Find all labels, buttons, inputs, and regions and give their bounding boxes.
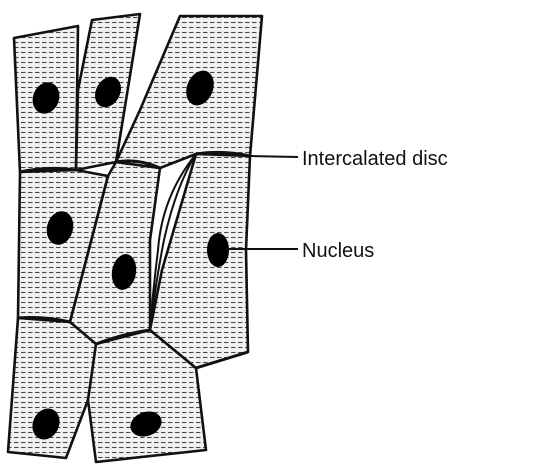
cell-left-bottom — [8, 318, 98, 458]
leader-line-intercalated-disc — [250, 156, 298, 157]
cell-right-middle — [150, 154, 250, 368]
label-nucleus: Nucleus — [302, 241, 374, 261]
label-intercalated-disc: Intercalated disc — [302, 149, 448, 169]
nucleus-6 — [207, 233, 229, 267]
